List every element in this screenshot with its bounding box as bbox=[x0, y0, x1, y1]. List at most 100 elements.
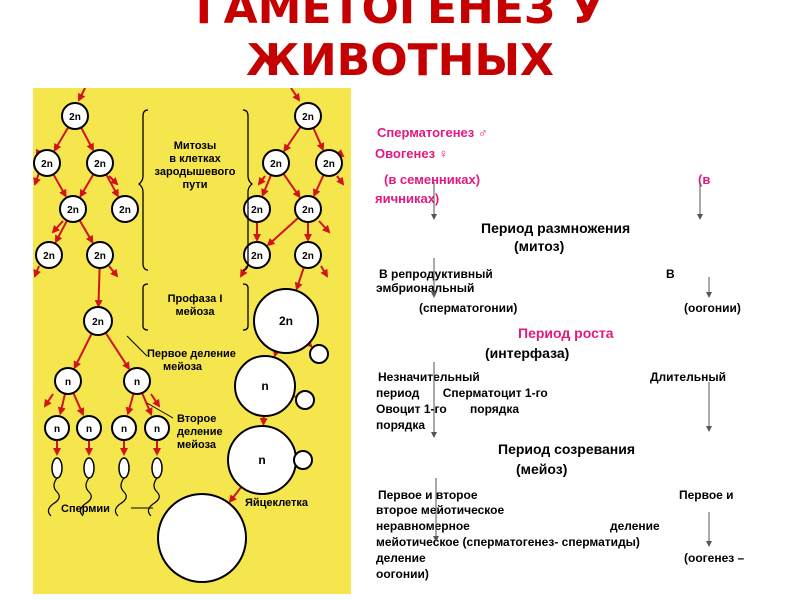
period-maturation-sub: (мейоз) bbox=[516, 461, 568, 477]
cell-2n-label: 2n bbox=[302, 112, 314, 123]
lineage-arrow bbox=[108, 265, 119, 278]
lineage-arrow bbox=[290, 88, 301, 102]
cell-2n: 2n bbox=[294, 195, 322, 223]
cell-2n: 2n bbox=[243, 195, 271, 223]
cell-n: n bbox=[54, 367, 82, 395]
cell-2n: 2n bbox=[111, 195, 139, 223]
growth-right: Длительный bbox=[650, 370, 726, 384]
slide-title-line-1: ГАМЕТОГЕНЕЗ У bbox=[195, 0, 605, 34]
spermatid-cell: n bbox=[111, 415, 137, 441]
lineage-arrow bbox=[294, 267, 305, 291]
lineage-arrow bbox=[283, 126, 302, 153]
mitosis-label-1: Митозы bbox=[174, 140, 217, 152]
lineage-arrow bbox=[239, 265, 248, 278]
cell-2n-label: 2n bbox=[94, 159, 106, 170]
spermatid-cell-label: n bbox=[86, 424, 92, 435]
lineage-arrow bbox=[125, 393, 135, 416]
cell-2n: 2n bbox=[294, 102, 322, 130]
maturation-right: Первое и bbox=[679, 488, 734, 502]
lineage-arrow bbox=[78, 219, 94, 244]
cell-2n: 2n bbox=[86, 149, 114, 177]
label-brackets bbox=[137, 109, 254, 331]
lineage-arrows bbox=[33, 88, 345, 504]
repro-right: В bbox=[666, 267, 675, 281]
lineage-arrow bbox=[104, 331, 130, 371]
polar-body bbox=[309, 344, 329, 364]
cell-2n: 2n bbox=[61, 102, 89, 130]
lineage-arrow bbox=[282, 173, 301, 199]
cell-2n: 2n bbox=[315, 149, 343, 177]
spermatogenesis-heading: Сперматогенез ♂ bbox=[377, 125, 488, 140]
spermatogonia-label: (сперматогонии) bbox=[419, 301, 518, 315]
cell-2n-label: 2n bbox=[94, 251, 106, 262]
cell-2n-label: 2n bbox=[251, 251, 263, 262]
oocyte-cell-label: n bbox=[258, 453, 265, 467]
lineage-arrow bbox=[53, 126, 70, 152]
lineage-arrow bbox=[55, 220, 68, 244]
lineage-arrow bbox=[320, 265, 329, 278]
lineage-arrow bbox=[318, 220, 331, 234]
maturation-line-2: второе мейотическое bbox=[376, 503, 505, 517]
lineage-arrow bbox=[33, 265, 41, 278]
oocyte-cell: 2n bbox=[253, 288, 319, 354]
cell-2n-label: 2n bbox=[323, 159, 335, 170]
lineage-arrow bbox=[312, 127, 325, 152]
cell-2n-label: 2n bbox=[43, 251, 55, 262]
second-division-label-1: Второе bbox=[177, 413, 216, 425]
cell-n-label: n bbox=[134, 377, 140, 388]
polar-body bbox=[293, 450, 313, 470]
lineage-arrow bbox=[261, 174, 272, 197]
cell-2n-label: 2n bbox=[67, 205, 79, 216]
second-division-label-3: мейоза bbox=[177, 439, 217, 451]
lineage-arrow bbox=[73, 332, 94, 370]
oocyte-cell-label: n bbox=[261, 379, 268, 393]
growth-line-2: период Сперматоцит 1-го bbox=[376, 386, 548, 400]
second-division-label-2: деление bbox=[177, 426, 223, 438]
lineage-arrow bbox=[43, 393, 54, 408]
spermatid-cell: n bbox=[76, 415, 102, 441]
oocyte-cell-label: 2n bbox=[279, 314, 293, 328]
lineage-arrow bbox=[335, 149, 345, 158]
lineage-arrow bbox=[51, 220, 64, 234]
maturation-line-3a: неравномерное bbox=[376, 519, 470, 533]
cell-2n: 2n bbox=[59, 195, 87, 223]
prophase-label-1: Профаза I bbox=[168, 293, 223, 305]
maturation-left: Первое и второе bbox=[378, 488, 478, 502]
sperm-tail bbox=[47, 477, 60, 517]
maturation-line-5b: (оогенез – bbox=[684, 551, 745, 565]
sperm-tail bbox=[147, 477, 160, 517]
mitosis-label-2: в клетках bbox=[169, 153, 221, 165]
cell-2n: 2n bbox=[83, 306, 113, 336]
lineage-arrow bbox=[72, 392, 85, 417]
maturation-line-5a: деление bbox=[376, 551, 426, 565]
lineage-arrow bbox=[52, 173, 67, 198]
growth-line-4: порядка bbox=[376, 418, 426, 432]
sperm-tail bbox=[79, 477, 92, 517]
maturation-line-3b: деление bbox=[610, 519, 660, 533]
first-division-label-2: мейоза bbox=[163, 361, 203, 373]
lineage-arrow bbox=[313, 174, 325, 198]
egg-cell bbox=[157, 493, 247, 583]
cell-2n-label: 2n bbox=[270, 159, 282, 170]
cell-2n: 2n bbox=[35, 241, 63, 269]
label-leaders bbox=[126, 335, 174, 509]
mitosis-label-3: зародышевого bbox=[155, 166, 236, 178]
prophase-label-2: мейоза bbox=[175, 306, 215, 318]
lineage-arrow bbox=[33, 172, 41, 186]
cell-n: n bbox=[123, 367, 151, 395]
lineage-arrow bbox=[228, 486, 243, 504]
growth-line-3: Овоцит 1-го порядка bbox=[376, 402, 520, 416]
lineage-arrow bbox=[150, 393, 161, 408]
lineage-arrow bbox=[57, 393, 67, 416]
lineage-arrow bbox=[336, 175, 345, 186]
mitosis-label-4: пути bbox=[182, 179, 207, 191]
lineage-arrow bbox=[108, 175, 119, 186]
period-reproduction-sub: (митоз) bbox=[514, 238, 565, 254]
maturation-line-4: мейотическое (сперматогенез- сперматиды) bbox=[376, 535, 640, 549]
cell-2n-label: 2n bbox=[251, 205, 263, 216]
oogenesis-heading: Овогенез ♀ bbox=[375, 146, 449, 161]
cell-2n-label: 2n bbox=[92, 317, 104, 328]
first-division-label-1: Первое деление bbox=[147, 348, 236, 360]
